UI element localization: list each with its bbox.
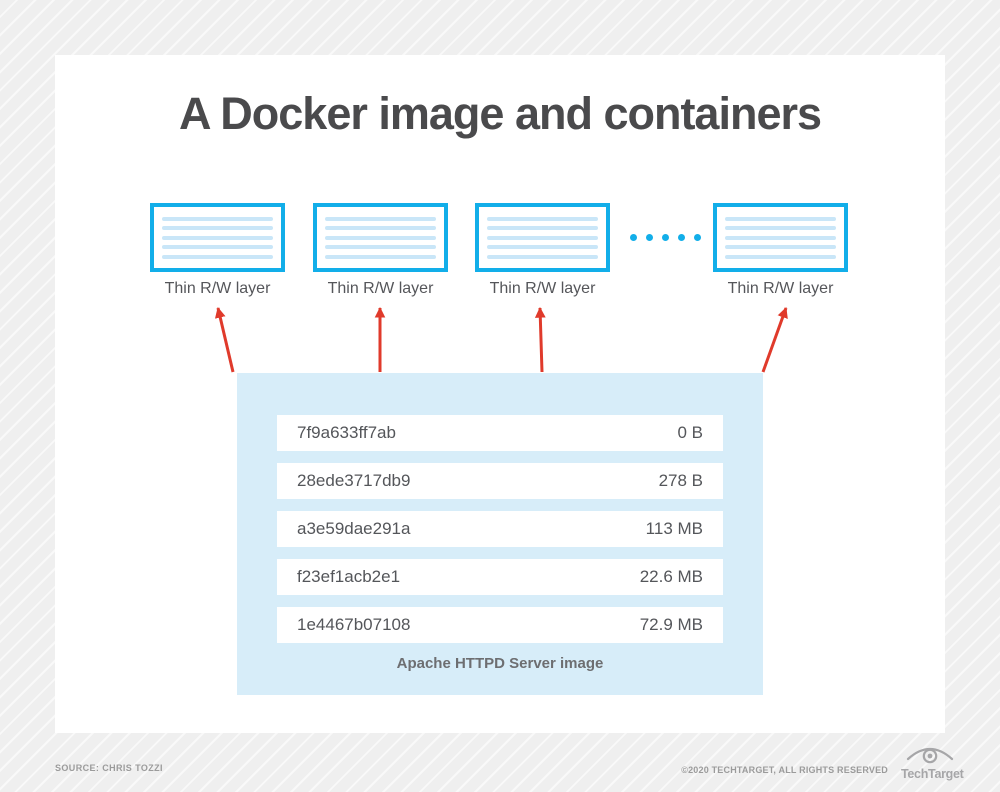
ellipsis-dot: [630, 234, 637, 241]
image-caption: Apache HTTPD Server image: [396, 655, 604, 672]
image-layer-row: 7f9a633ff7ab 0 B: [277, 415, 723, 451]
layer-line: [325, 254, 436, 259]
copyright-text: ©2020 TECHTARGET, ALL RIGHTS RESERVED: [681, 765, 888, 775]
layer-id: a3e59dae291a: [297, 519, 411, 538]
layer-line: [487, 254, 598, 259]
arrow-up-icon: [761, 306, 788, 373]
layer-line: [162, 226, 273, 230]
layer-id: 7f9a633ff7ab: [297, 423, 396, 442]
layer-line: [725, 226, 836, 230]
arrow-up-icon: [214, 306, 235, 373]
layer-line: [162, 216, 273, 221]
arrow-up-icon: [534, 306, 546, 373]
container-1: Thin R/W layer: [150, 203, 285, 298]
brand-name: TechTarget: [901, 767, 964, 781]
source-credit: SOURCE: CHRIS TOZZI: [55, 763, 163, 773]
eye-icon: [906, 747, 954, 764]
ellipsis-dot: [694, 234, 701, 241]
layer-size: 72.9 MB: [639, 615, 703, 634]
techtarget-logo: TechTarget: [901, 744, 964, 781]
ellipsis-dot: [646, 234, 653, 241]
docker-image-box: 7f9a633ff7ab 0 B 28ede3717db9 278 B a3e5…: [237, 373, 763, 695]
layer-size: 0 B: [677, 423, 703, 442]
layer-size: 113 MB: [645, 519, 703, 538]
container-box-icon: [313, 203, 448, 272]
layer-id: 1e4467b07108: [297, 615, 411, 634]
layer-line: [487, 216, 598, 221]
container-label: Thin R/W layer: [327, 280, 434, 297]
container-label: Thin R/W layer: [727, 280, 834, 297]
container-label: Thin R/W layer: [489, 280, 596, 297]
layer-line: [162, 235, 273, 240]
infographic-card: A Docker image and containers Thin R/W l…: [55, 55, 945, 733]
container-2: Thin R/W layer: [313, 203, 448, 298]
container-box-icon: [150, 203, 285, 272]
container-box-icon: [713, 203, 848, 272]
container-3: Thin R/W layer: [475, 203, 610, 298]
image-layer-row: f23ef1acb2e1 22.6 MB: [277, 559, 723, 595]
layer-id: 28ede3717db9: [297, 471, 411, 490]
container-4: Thin R/W layer: [713, 203, 848, 298]
layer-id: f23ef1acb2e1: [297, 567, 401, 586]
image-layer-row: a3e59dae291a 113 MB: [277, 511, 723, 547]
container-box-icon: [475, 203, 610, 272]
layer-size: 278 B: [658, 471, 703, 490]
image-layer-row: 28ede3717db9 278 B: [277, 463, 723, 499]
ellipsis-dot: [678, 234, 685, 241]
layer-line: [487, 226, 598, 230]
layer-line: [325, 245, 436, 249]
layer-line: [725, 245, 836, 249]
page-title: A Docker image and containers: [178, 88, 822, 139]
layer-line: [725, 254, 836, 259]
layer-line: [487, 235, 598, 240]
layer-size: 22.6 MB: [639, 567, 703, 586]
layer-line: [162, 245, 273, 249]
image-layer-row: 1e4467b07108 72.9 MB: [277, 607, 723, 643]
ellipsis-dots-icon: [630, 234, 701, 241]
container-label: Thin R/W layer: [164, 280, 271, 297]
layer-line: [325, 216, 436, 221]
layer-line: [725, 216, 836, 221]
layer-line: [487, 245, 598, 249]
layer-line: [725, 235, 836, 240]
layer-line: [162, 254, 273, 259]
ellipsis-dot: [662, 234, 669, 241]
layer-line: [325, 235, 436, 240]
layer-line: [325, 226, 436, 230]
